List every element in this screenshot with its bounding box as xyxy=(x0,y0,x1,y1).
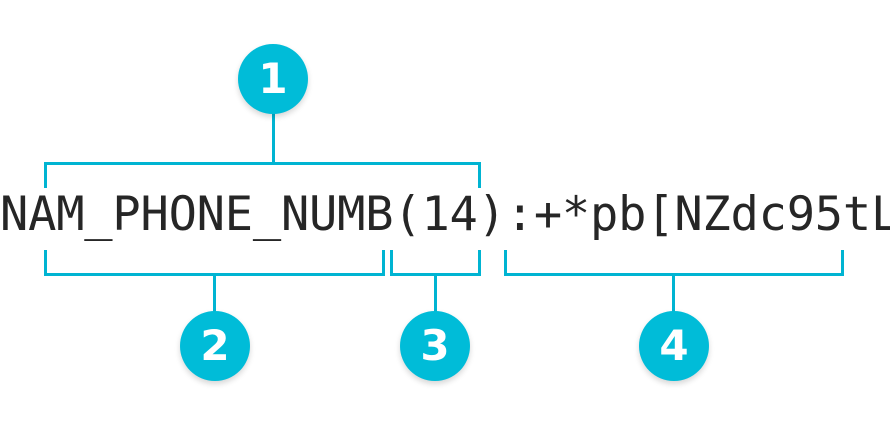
callout-stem-1 xyxy=(272,110,275,164)
callout-badge-4[interactable]: 4 xyxy=(639,311,709,381)
callout-stem-2 xyxy=(213,274,216,320)
callout-badge-2[interactable]: 2 xyxy=(180,311,250,381)
callout-bracket-1 xyxy=(44,162,481,188)
callout-bracket-2 xyxy=(44,250,385,276)
callout-stem-4 xyxy=(672,274,675,320)
code-string: NAM_PHONE_NUMB(14):+*pb[NZdc95tLB xyxy=(0,187,890,242)
callout-stem-3 xyxy=(434,274,437,320)
callout-bracket-3 xyxy=(390,250,481,276)
callout-bracket-4 xyxy=(504,250,844,276)
callout-badge-1[interactable]: 1 xyxy=(238,44,308,114)
callout-badge-3[interactable]: 3 xyxy=(400,311,470,381)
